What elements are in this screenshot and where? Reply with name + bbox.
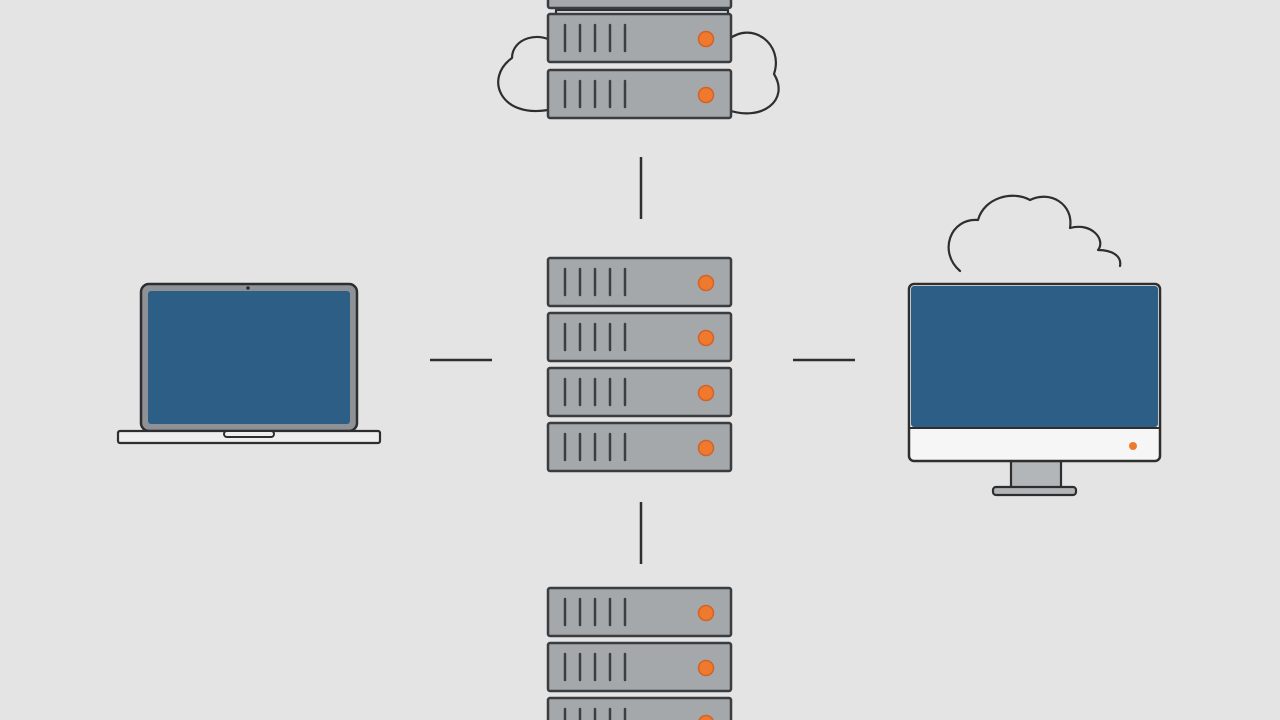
status-led-icon bbox=[697, 30, 715, 48]
server-unit bbox=[546, 0, 733, 10]
monitor-screen bbox=[911, 286, 1158, 427]
cloud-server-top bbox=[497, 0, 780, 120]
laptop-icon bbox=[116, 282, 382, 445]
server-unit bbox=[546, 256, 733, 308]
server-unit bbox=[546, 421, 733, 473]
status-led-icon bbox=[697, 86, 715, 104]
server-unit bbox=[546, 12, 733, 64]
cloud-outline-icon bbox=[947, 194, 1122, 273]
status-led-icon bbox=[697, 329, 715, 347]
laptop-camera bbox=[246, 286, 250, 290]
laptop-trackpad-notch bbox=[223, 430, 275, 438]
status-led-icon bbox=[697, 274, 715, 292]
laptop-screen bbox=[148, 291, 350, 424]
server-unit bbox=[546, 311, 733, 363]
status-led-icon bbox=[698, 714, 714, 720]
laptop bbox=[116, 282, 382, 445]
bottom-server bbox=[546, 586, 733, 720]
central-server bbox=[546, 256, 733, 473]
server-unit bbox=[546, 366, 733, 418]
server-unit-panel bbox=[546, 0, 733, 10]
status-led-icon bbox=[697, 659, 715, 677]
server-stack-icon bbox=[546, 0, 733, 120]
monitor-stand-neck bbox=[1009, 459, 1063, 491]
cloud-outline-icon bbox=[497, 8, 780, 115]
status-led-icon bbox=[697, 384, 715, 402]
desktop-monitor bbox=[907, 194, 1162, 497]
server-unit bbox=[546, 586, 733, 638]
monitor-power-led bbox=[1129, 442, 1137, 450]
server-unit bbox=[546, 68, 733, 120]
status-led-icon bbox=[697, 439, 715, 457]
server-unit bbox=[546, 696, 733, 720]
monitor-stand-base bbox=[991, 485, 1078, 497]
server-unit bbox=[546, 641, 733, 693]
status-led-icon bbox=[697, 604, 715, 622]
desktop-monitor-icon bbox=[907, 282, 1162, 497]
